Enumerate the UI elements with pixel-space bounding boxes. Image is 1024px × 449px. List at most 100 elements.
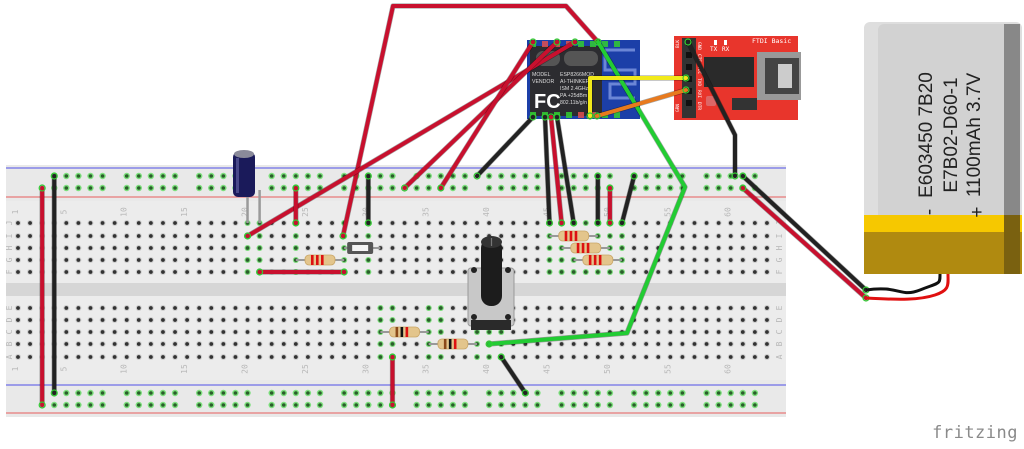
black-wire-esp-gnd[interactable] [475,115,535,178]
hole [136,330,141,334]
green-wire-esp-pot[interactable] [487,40,687,346]
orange-wire-rxi[interactable] [595,88,688,118]
hole [76,246,81,250]
rail-hole [88,186,93,190]
yellow-wire-txo[interactable] [588,76,688,118]
hole [197,342,202,346]
hole [414,234,419,238]
hole [644,330,649,334]
rail-hole [487,391,491,395]
hole [366,258,371,262]
hole [293,318,298,322]
wire-endpoint [388,353,397,361]
hole [245,306,250,310]
hole [463,246,467,250]
hole [511,234,516,238]
rail-hole [294,403,298,407]
wire-endpoint [50,389,58,397]
rail-hole [487,403,491,407]
hole [535,330,540,334]
top-power-rail [6,165,786,201]
pot-screw [505,267,511,273]
column-number: 25 [301,364,310,374]
hole [28,221,32,225]
hole [76,306,81,310]
rail-hole [668,391,673,395]
column-number: 35 [422,364,431,374]
rail-hole [173,186,177,190]
hole [463,258,467,262]
black-wire-ftdi-gnd[interactable] [686,40,737,178]
black-wire-pot-gnd[interactable] [499,355,528,395]
red-wire-esp-ch[interactable] [402,40,559,190]
hole [269,258,274,262]
esp-pin [578,112,584,118]
black-wire-diagonal[interactable] [620,174,637,225]
hole [620,270,624,274]
hole [173,270,177,274]
center-channel [6,283,786,296]
red-wire-battery-pos[interactable] [740,186,868,300]
hole [233,246,238,250]
black-wire-esp-io2[interactable] [555,115,576,225]
fritzing-logo: fritzing [932,423,1018,443]
column-number: 55 [663,207,672,217]
hole [257,258,262,262]
wire-endpoint [553,113,561,121]
rail-hole [209,391,214,395]
red-wire-esp-vcc[interactable] [341,4,600,238]
rail-hole [753,174,757,178]
hole [704,355,709,359]
hole [475,221,479,225]
rail-hole [76,403,81,407]
wires [38,3,950,409]
wire-endpoint [38,401,46,409]
hole [28,246,32,250]
hole [450,270,455,274]
row-letter: D [5,317,14,322]
hole [221,270,226,274]
black-wire-battery-neg[interactable] [740,174,868,292]
hole [148,342,153,346]
hole [293,234,298,238]
hole [559,355,564,359]
black-wire-esp-io[interactable] [543,115,552,225]
red-wire-esp-io[interactable] [549,115,564,225]
hole [245,318,250,322]
hole [632,342,636,346]
hole [692,318,697,322]
rail-hole [608,403,612,407]
hole [511,330,516,334]
hole [342,306,347,310]
hole [595,318,600,322]
hole [76,318,81,322]
hole [632,221,636,225]
hole [28,342,32,346]
hole [306,306,310,310]
hole [402,221,407,225]
hole [64,221,69,225]
row-letter: G [5,257,14,262]
resistor-band [400,327,404,337]
rail-hole [342,403,346,407]
rail-hole [173,403,177,407]
hole [76,234,81,238]
hole [656,318,661,322]
hole [330,330,334,334]
hole [76,221,81,225]
rail-hole [716,174,721,178]
row-letter: H [775,245,784,250]
hole [765,342,769,346]
hole [414,246,419,250]
hole [16,221,20,225]
hole [632,246,636,250]
hole [330,221,334,225]
hole [161,306,165,310]
row-letter: C [775,329,784,334]
hole [257,234,262,238]
hole [136,355,141,359]
hole [438,221,443,225]
rail-hole [511,186,516,190]
rail-hole [209,174,214,178]
red-wire-esp-rst[interactable] [438,40,535,190]
